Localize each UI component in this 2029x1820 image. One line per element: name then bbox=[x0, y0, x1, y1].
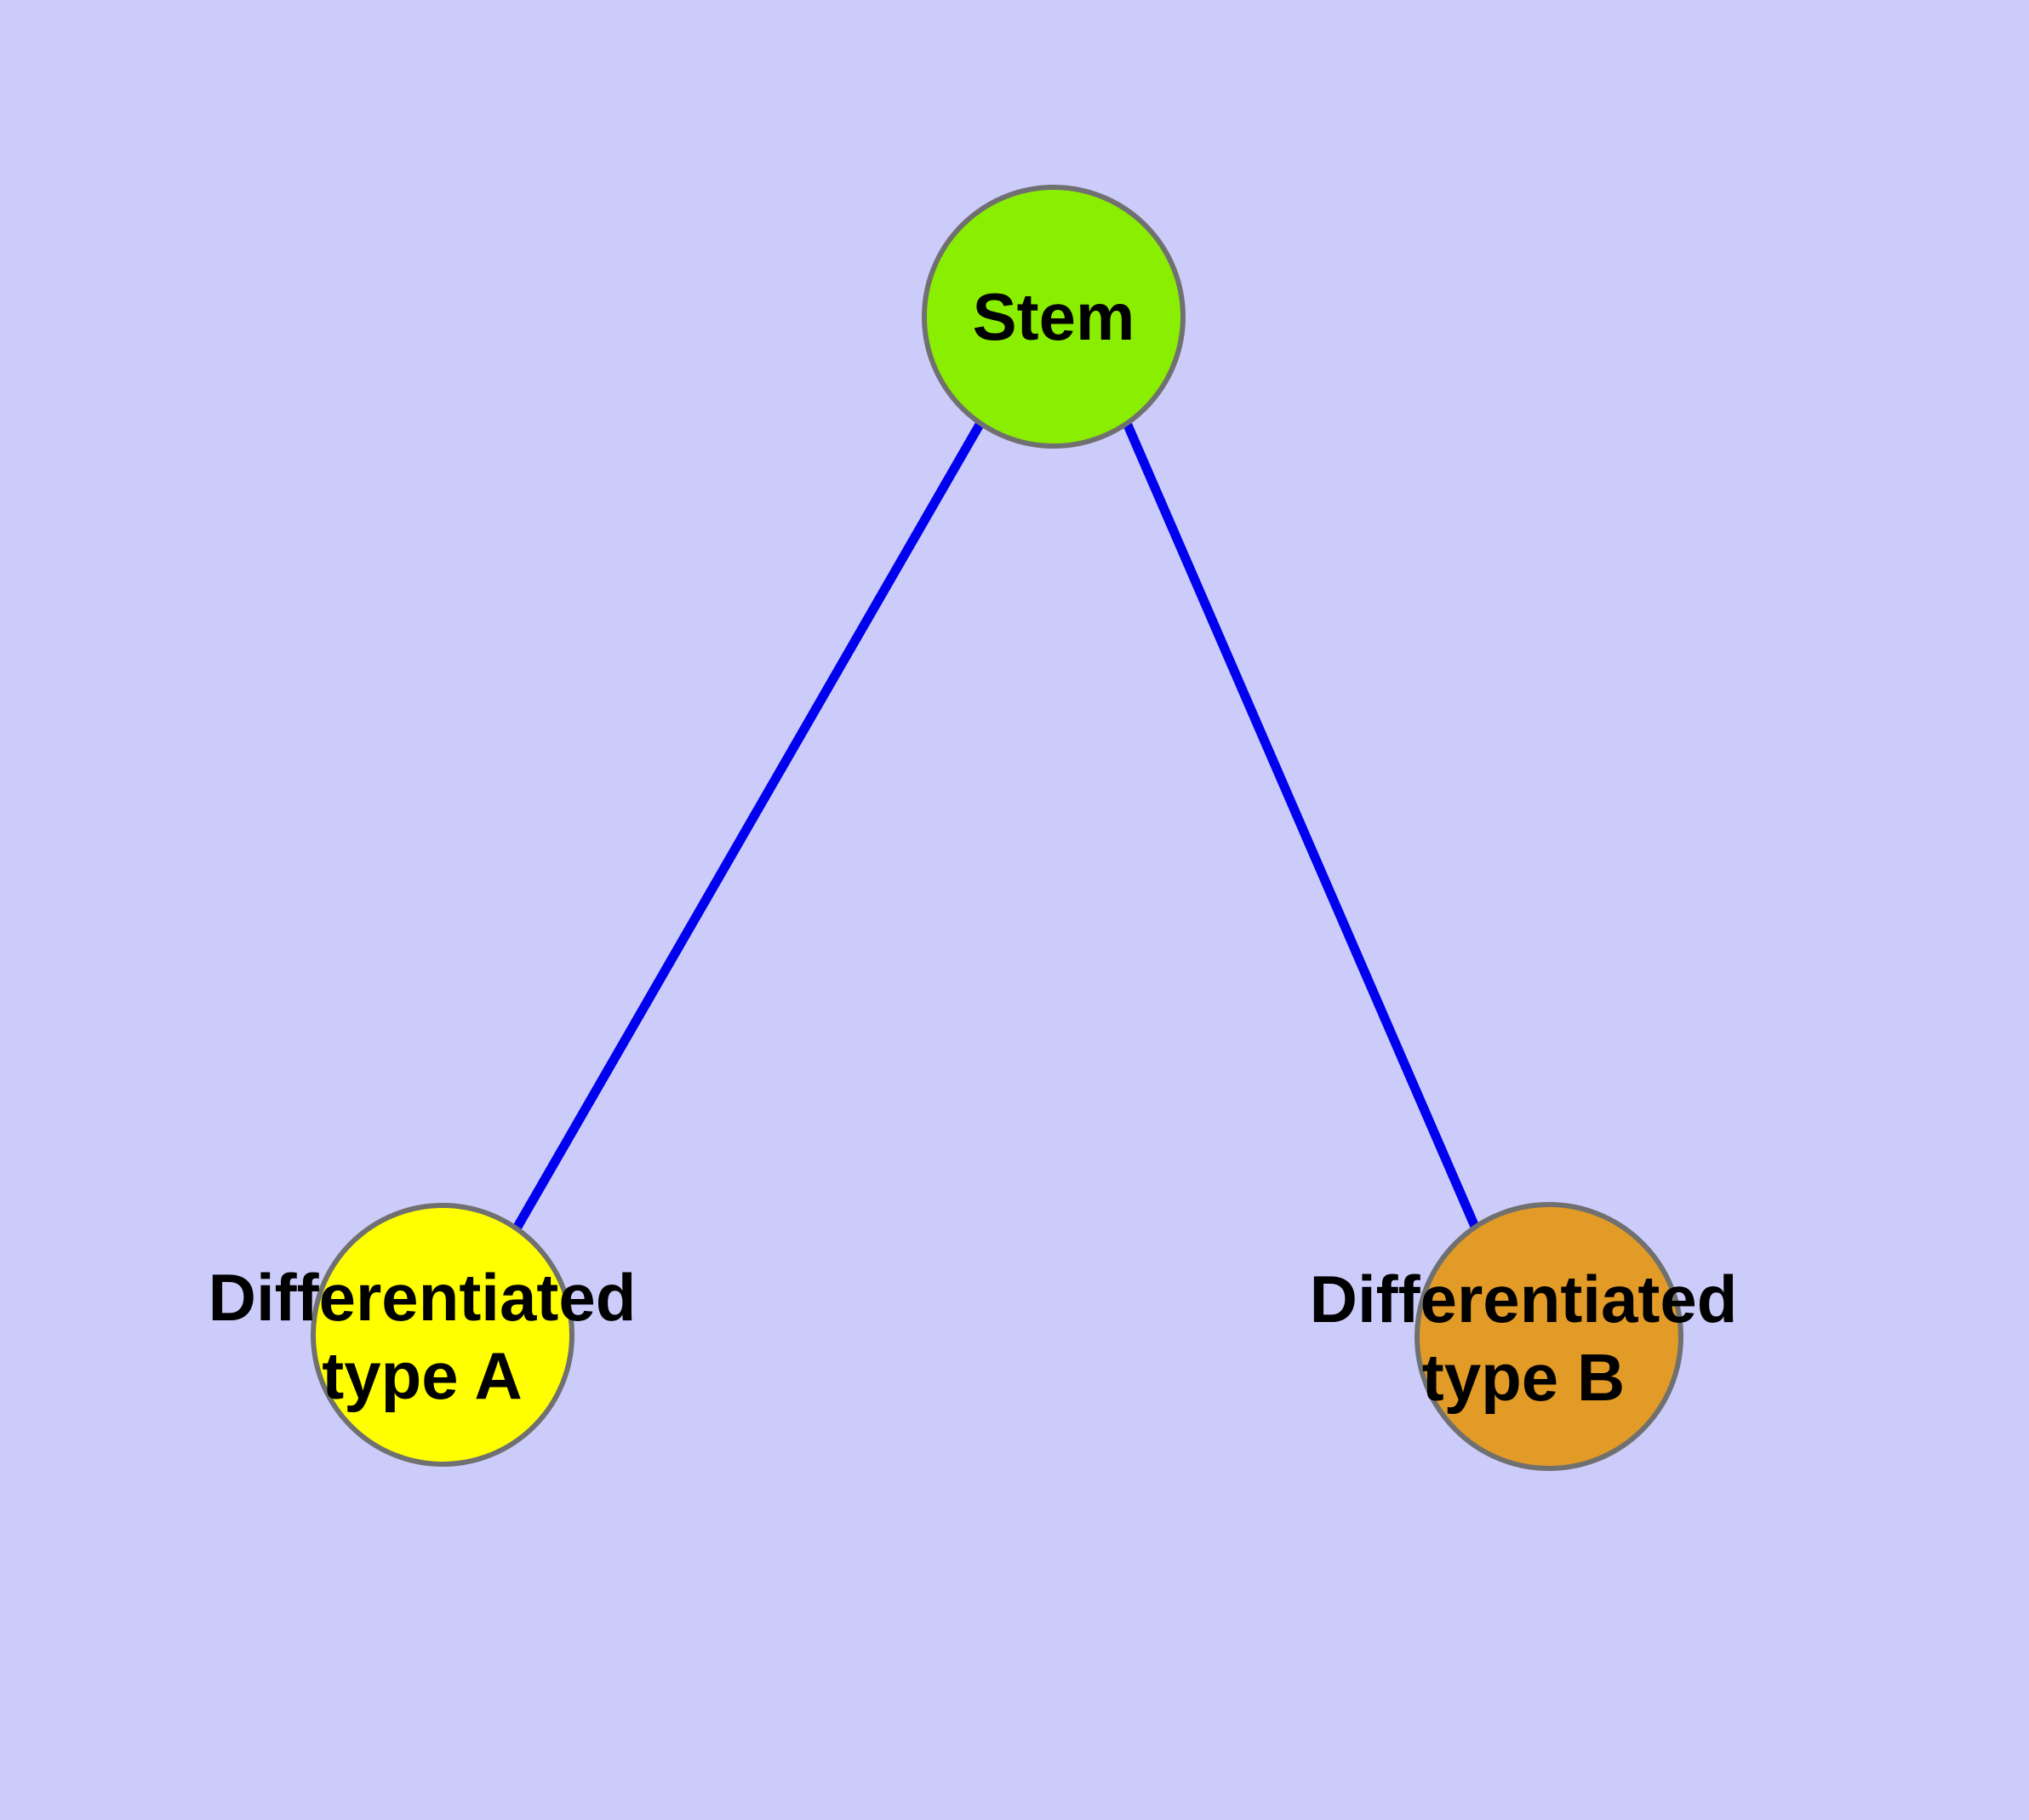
edge-layer bbox=[512, 421, 1480, 1231]
edge-stem-to-diff-b bbox=[1122, 421, 1480, 1229]
node-stem[interactable] bbox=[922, 185, 1186, 449]
node-layer bbox=[311, 185, 1683, 1471]
edge-stem-to-diff-a bbox=[512, 421, 985, 1231]
node-diff-b[interactable] bbox=[1415, 1202, 1683, 1471]
node-diff-a[interactable] bbox=[311, 1203, 574, 1467]
